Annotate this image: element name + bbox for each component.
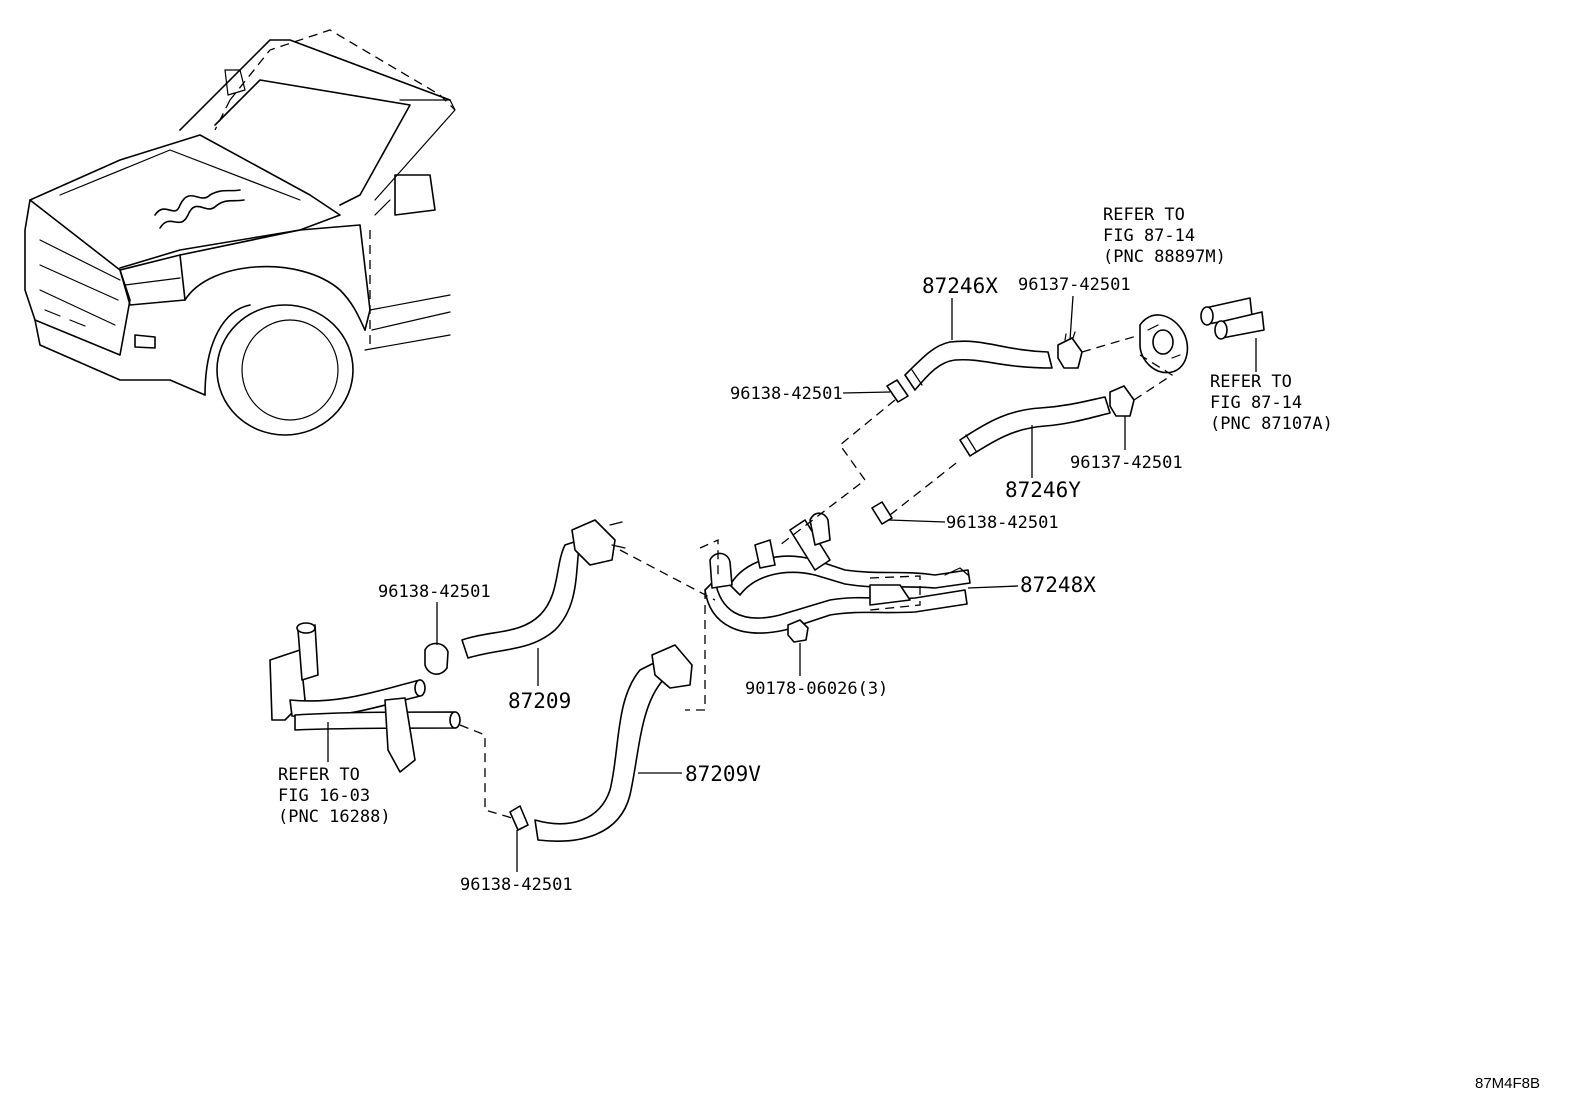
label-96137-top: 96137-42501	[1018, 275, 1131, 295]
figure-id: 87M4F8B	[1475, 1075, 1540, 1092]
clamp-96137-top	[1057, 331, 1083, 369]
label-96138-bottom: 96138-42501	[460, 875, 573, 895]
heater-pipes-87107a	[1200, 297, 1265, 340]
label-96138-upper: 96138-42501	[730, 384, 843, 404]
refer-88897m-line3: (PNC 88897M)	[1103, 247, 1226, 267]
refer-16288-line2: FIG 16-03	[278, 786, 370, 806]
hose-87209v	[534, 644, 693, 842]
label-87248x: 87248X	[1020, 573, 1096, 597]
refer-87107a-line1: REFER TO	[1210, 372, 1292, 392]
hose-87209	[461, 519, 626, 659]
refer-87107a-line3: (PNC 87107A)	[1210, 414, 1333, 434]
connection-lines	[459, 334, 1174, 819]
label-90178: 90178-06026(3)	[745, 679, 888, 699]
label-96138-left: 96138-42501	[378, 582, 491, 602]
clamp-96138-mid	[871, 501, 893, 525]
label-87209: 87209	[508, 689, 571, 713]
label-96137-bottom: 96137-42501	[1070, 453, 1183, 473]
clamp-96138-bottom	[509, 805, 529, 831]
pipe-assembly-87248x	[704, 512, 971, 634]
refer-16288-line1: REFER TO	[278, 765, 360, 785]
refer-88897m-line1: REFER TO	[1103, 205, 1185, 225]
label-87246x: 87246X	[922, 274, 998, 298]
water-pipe-16288	[269, 622, 461, 773]
refer-88897m-line2: FIG 87-14	[1103, 226, 1195, 246]
refer-87107a-line2: FIG 87-14	[1210, 393, 1302, 413]
clamp-96138-upper	[886, 379, 909, 403]
vehicle-outline-illustration	[24, 29, 456, 436]
hose-87246x	[904, 340, 1053, 391]
label-87209v: 87209V	[685, 762, 761, 786]
hose-87246y	[959, 396, 1111, 457]
grommet-88897m	[1139, 314, 1189, 374]
refer-16288-line3: (PNC 16288)	[278, 807, 391, 827]
nut-90178	[787, 619, 809, 643]
leader-lines	[327, 295, 1257, 872]
clamp-96138-left	[424, 642, 449, 675]
clamp-96137-bottom	[1109, 385, 1135, 417]
part-labels: REFER TO FIG 87-14 (PNC 88897M) 87246X 9…	[278, 205, 1540, 1092]
label-96138-mid: 96138-42501	[946, 513, 1059, 533]
label-87246y: 87246Y	[1005, 478, 1081, 502]
